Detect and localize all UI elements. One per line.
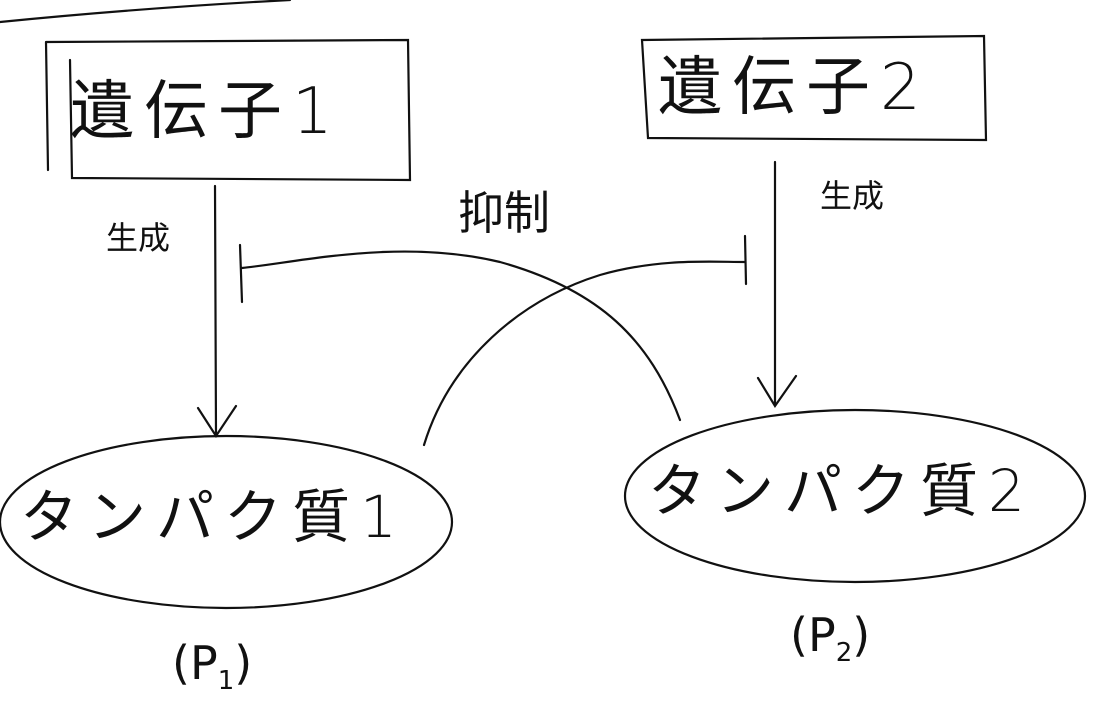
protein1-ellipse	[0, 434, 454, 610]
protein2-symbol-letter: P	[807, 608, 836, 662]
protein2-label: タンパク質2	[648, 457, 1035, 525]
gene2-box	[640, 34, 988, 142]
arrow-gene1-protein1	[196, 184, 238, 439]
inhibition-p1-to-gene2	[422, 234, 748, 447]
protein1-symbol: (P1)	[172, 636, 253, 697]
gene1-label: 遺伝子1	[70, 75, 343, 149]
arrow-gene2-protein2	[756, 160, 798, 409]
inhibition-p2-to-gene1	[238, 243, 682, 422]
protein1-label: タンパク質1	[20, 483, 407, 551]
protein2-subscript: 2	[835, 638, 853, 669]
inhibition-label: 抑制	[458, 186, 550, 240]
protein2-symbol: (P2)	[790, 608, 871, 669]
gene2-label: 遺伝子2	[658, 51, 931, 125]
protein1-subscript: 1	[217, 666, 235, 697]
top-border-line	[0, 0, 292, 24]
produce-label-1: 生成	[106, 219, 171, 257]
protein2-ellipse	[623, 408, 1087, 584]
produce-label-2: 生成	[820, 177, 885, 215]
protein1-symbol-letter: P	[189, 636, 218, 690]
gene1-box	[44, 38, 412, 182]
